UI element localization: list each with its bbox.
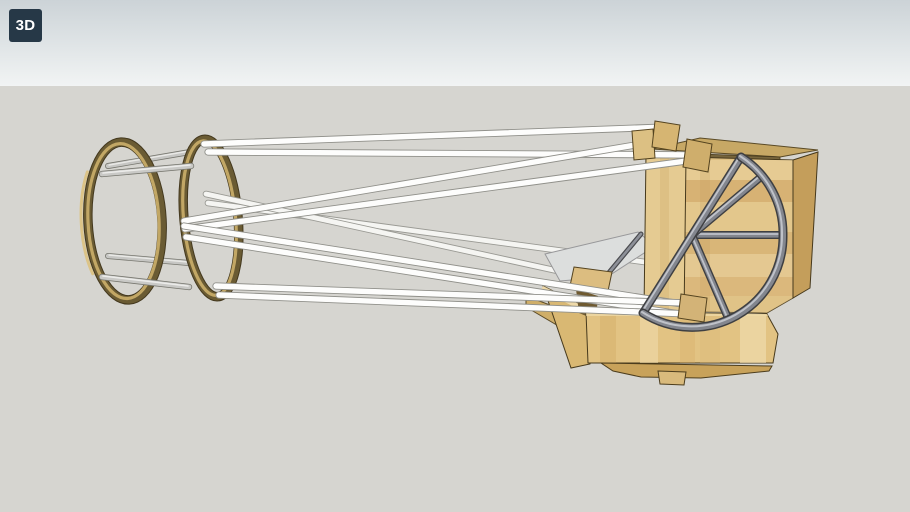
cage-ring-front — [79, 137, 167, 305]
warehouse-logo-text: 3D — [15, 17, 36, 34]
bearing-chord — [638, 152, 746, 318]
pole-clamp-top-mid — [651, 120, 681, 152]
truss-pole-4 — [181, 155, 705, 233]
sky — [0, 0, 910, 87]
ground-board — [599, 362, 773, 379]
warehouse-logo[interactable]: 3D — [9, 9, 42, 42]
ground-board-foot — [657, 370, 687, 386]
truss-pole-2 — [204, 148, 704, 159]
telescope-model — [79, 120, 819, 386]
cage-rail-bottom-far — [105, 253, 192, 266]
pole-clamp-lower — [677, 293, 708, 323]
bearing-spoke-lower-right — [688, 231, 732, 322]
truss-poles — [180, 123, 705, 320]
stile-grain — [660, 158, 669, 314]
cage-rail-bottom-near — [98, 273, 193, 291]
truss-pole-3 — [180, 135, 675, 225]
far-altitude-bearing — [544, 231, 656, 282]
truss-pole-8 — [215, 291, 694, 318]
pole-clamp-top-right — [682, 138, 713, 173]
bearing-spoke-horizontal — [688, 231, 787, 239]
bearing-rim-arc — [638, 152, 788, 332]
cage-rail-top-near — [98, 162, 195, 178]
pole-clamp-top-left — [631, 128, 656, 161]
altitude-bearing — [638, 152, 788, 332]
truss-pole-1 — [200, 123, 670, 148]
truss-pole-5 — [180, 222, 692, 309]
far-bearing-face — [544, 231, 656, 282]
pole-clamps — [631, 120, 713, 323]
truss-pole-7 — [212, 282, 690, 307]
mirror-box-right-face — [792, 151, 819, 299]
